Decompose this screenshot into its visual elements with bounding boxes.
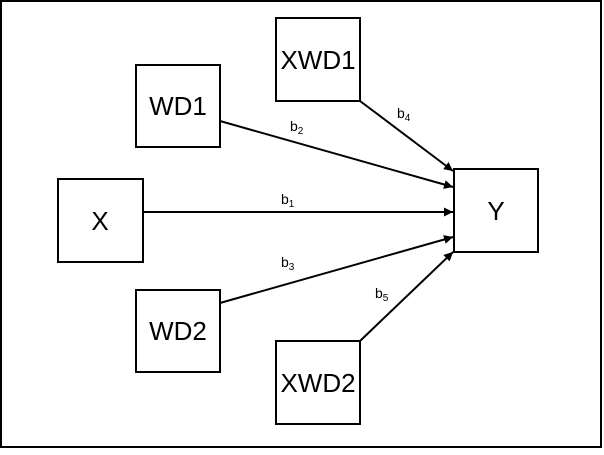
edge-wd1-to-y: b2 [219,118,454,189]
node-y-label: Y [487,196,504,226]
arrow-xwd1-y [359,100,454,172]
node-wd2-label: WD2 [149,316,207,346]
edge-label-b4: b4 [397,105,411,124]
node-wd2-box [135,289,221,373]
node-xwd1: XWD1 [275,17,361,102]
node-wd1: WD1 [135,64,221,148]
node-xwd2-box [275,340,361,425]
edge-label-b5: b5 [375,285,389,304]
node-y-box [453,168,539,253]
arrow-wd1-y [219,120,454,189]
node-x-label: X [91,206,108,236]
edge-wd2-to-y: b3 [219,235,454,304]
node-xwd1-label: XWD1 [280,45,355,75]
node-wd1-label: WD1 [149,91,207,121]
edge-xwd2-to-y: b5 [359,251,454,342]
node-y: Y [453,168,539,253]
node-x-box [57,178,144,263]
node-xwd1-box [275,17,361,102]
arrow-xwd2-y [359,251,454,342]
edge-xwd1-to-y: b4 [359,100,454,172]
edge-label-b3: b3 [281,254,295,273]
node-xwd2-label: XWD2 [280,368,355,398]
node-xwd2: XWD2 [275,340,361,425]
node-wd1-box [135,64,221,148]
arrow-wd2-y [219,235,454,304]
node-x: X [57,178,144,263]
edge-label-b2: b2 [290,118,304,137]
node-wd2: WD2 [135,289,221,373]
edge-label-b1: b1 [281,191,295,210]
edge-x-to-y: b1 [143,191,453,217]
